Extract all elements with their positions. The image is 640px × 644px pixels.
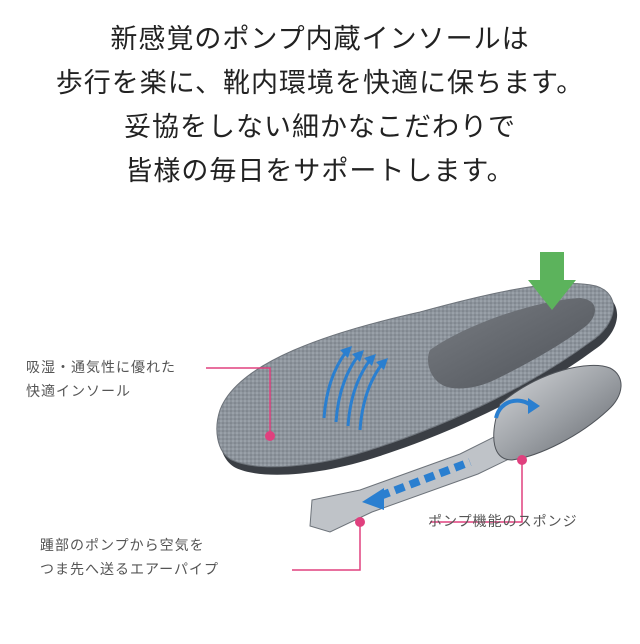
leader-pipe [292, 522, 361, 571]
headline-line-2: 歩行を楽に、靴内環境を快適に保ちます。 [55, 68, 585, 99]
airflow-arrow-icon [322, 346, 388, 431]
leader-dot-sponge [517, 455, 527, 465]
headline-line-1: 新感覚のポンプ内蔵インソールは [110, 24, 530, 55]
headline-line-4: 皆様の毎日をサポートします。 [125, 156, 515, 187]
pump-sponge [493, 364, 622, 461]
insole-diagram [206, 252, 622, 571]
pipe-label-line-1: 踵部のポンプから空気を [40, 538, 205, 554]
pipe-label: 踵部のポンプから空気を つま先へ送るエアーパイプ [40, 534, 219, 582]
product-figure: 吸湿・通気性に優れた 快適インソール 踵部のポンプから空気を つま先へ送るエアー… [0, 240, 640, 640]
leader-insole [206, 367, 271, 436]
down-arrow-icon [528, 252, 576, 310]
headline: 新感覚のポンプ内蔵インソールは 歩行を楽に、靴内環境を快適に保ちます。 妥協をし… [0, 18, 640, 194]
insole-label-line-1: 吸湿・通気性に優れた [26, 360, 176, 376]
leader-dot-pipe [355, 517, 365, 527]
cushion-pad [428, 298, 596, 389]
pipe-label-line-2: つま先へ送るエアーパイプ [40, 562, 220, 578]
sponge-label: ポンプ機能のスポンジ [428, 514, 578, 530]
insole-label-line-2: 快適インソール [26, 384, 131, 400]
leader-dot-insole [265, 431, 275, 441]
headline-line-3: 妥協をしない細かなこだわりで [124, 112, 516, 143]
pipe-arrow-icon [362, 458, 472, 510]
leader-sponge [430, 460, 523, 523]
circular-arrow-icon [494, 398, 540, 419]
insole-label: 吸湿・通気性に優れた 快適インソール [26, 356, 176, 404]
